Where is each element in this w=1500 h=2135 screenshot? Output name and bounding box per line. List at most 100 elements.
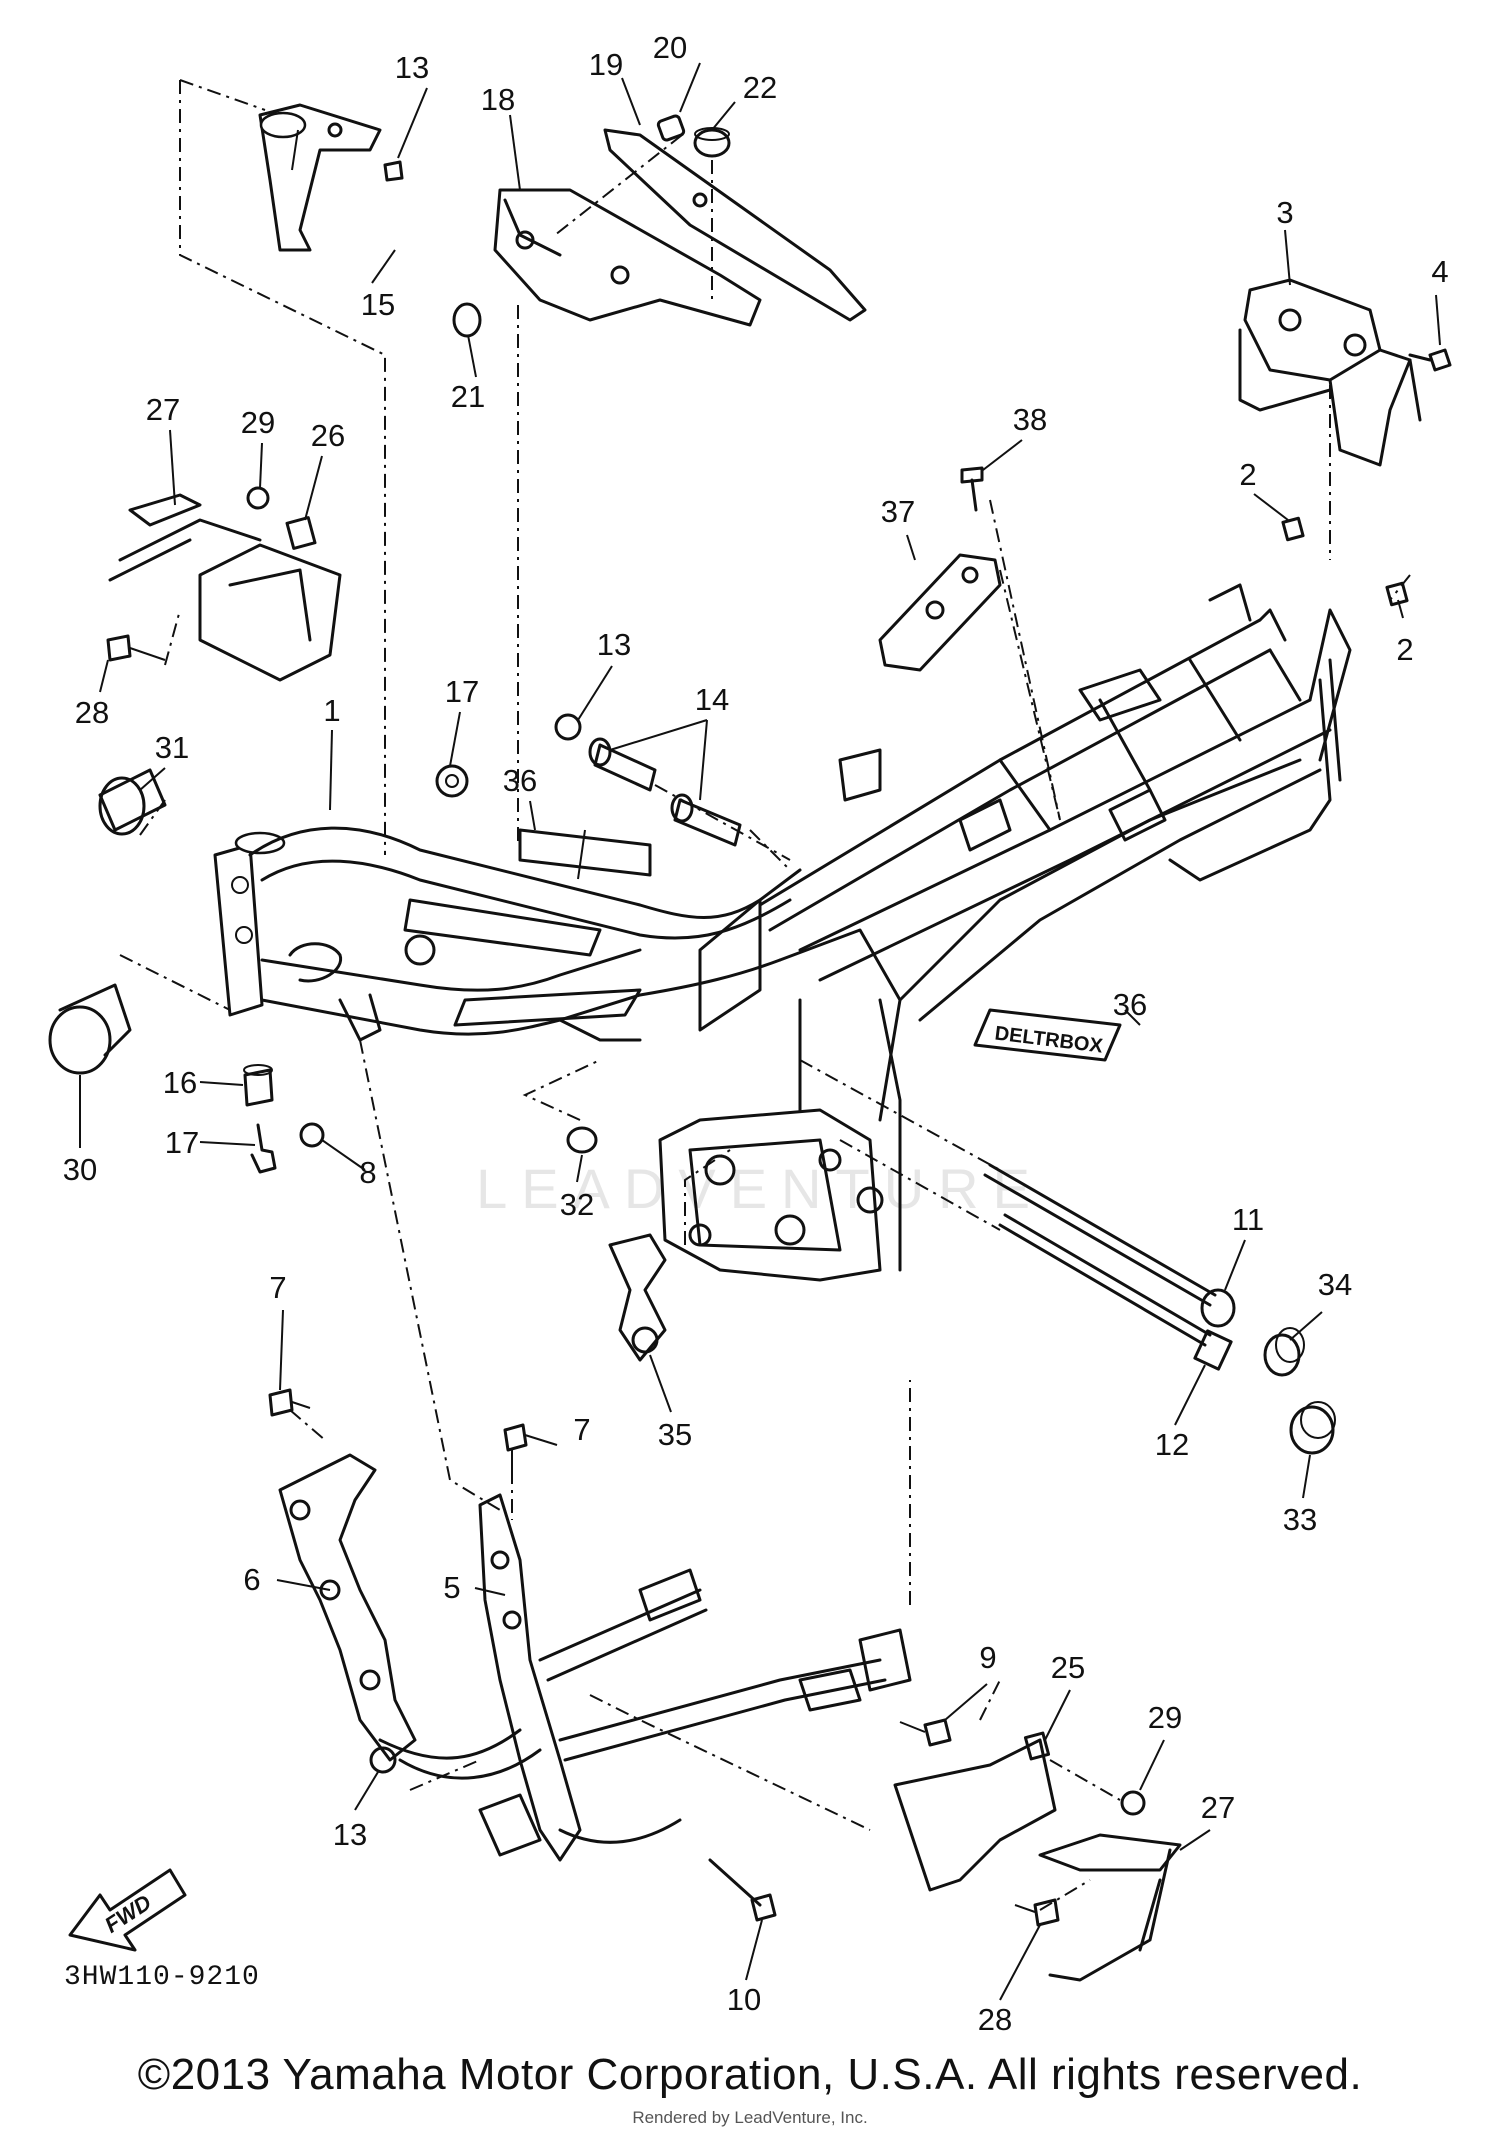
- cap-part-2b: [1385, 581, 1409, 607]
- bolt-part-28-upper: [106, 634, 166, 662]
- callout-33: 33: [1283, 1502, 1317, 1537]
- bolt-part-14b: [670, 793, 742, 847]
- callout-numbers: 13 15 18 19 20 22 21 3 4 2 2 38 37 27 29…: [63, 30, 1449, 2037]
- callout-5: 5: [443, 1570, 460, 1605]
- copyright-notice: ©2013 Yamaha Motor Corporation, U.S.A. A…: [137, 2050, 1363, 2099]
- callout-6: 6: [243, 1562, 260, 1597]
- callout-18: 13: [395, 50, 429, 85]
- callout-37: 37: [881, 494, 915, 529]
- step-bracket-part-25: [893, 1731, 1057, 1892]
- callout-7-right: 7: [573, 1412, 590, 1447]
- callout-36-upper: 36: [503, 763, 537, 798]
- bolt-part-7-right: [503, 1423, 528, 1470]
- bracket-part-37: [878, 553, 1002, 672]
- callout-2b: 2: [1396, 632, 1413, 667]
- callout-7-left: 7: [269, 1270, 286, 1305]
- callout-8: 8: [359, 1155, 376, 1190]
- rendered-by-credit: Rendered by LeadVenture, Inc.: [632, 2108, 868, 2127]
- cap-part-33: [1289, 1401, 1336, 1455]
- callout-29-lower: 29: [1148, 1700, 1182, 1735]
- nut-part-19: [435, 764, 469, 798]
- nut-part-8: [299, 1122, 325, 1148]
- callout-4: 4: [1431, 254, 1448, 289]
- cap-part-31: [98, 768, 167, 836]
- callout-27-upper: 27: [146, 392, 180, 427]
- nut-part-29-upper: [246, 486, 270, 510]
- damper-part-23: [452, 302, 482, 338]
- downtube-part-5: [478, 1493, 912, 1862]
- bracket-part-35: [608, 1233, 667, 1362]
- callout-3: 3: [1276, 195, 1293, 230]
- callout-25: 25: [1051, 1650, 1085, 1685]
- callout-14: 14: [695, 682, 729, 717]
- emblem-part-36-upper: [518, 828, 652, 877]
- main-frame-part-1: [213, 583, 1352, 1282]
- callout-34: 34: [1318, 1267, 1352, 1302]
- callout-17: 15: [361, 287, 395, 322]
- callout-36-lower: 36: [1113, 987, 1147, 1022]
- cap-part-34: [1263, 1327, 1305, 1377]
- callout-15: 16: [163, 1065, 197, 1100]
- cap-part-2a: [1281, 516, 1305, 542]
- watermark: LEADVENTURE: [476, 1157, 1044, 1220]
- callout-22: 20: [653, 30, 687, 65]
- callout-31: 31: [155, 730, 189, 765]
- assembly-lines: [119, 79, 1411, 1911]
- collar-part-15: [243, 1064, 274, 1107]
- callout-32: 32: [560, 1187, 594, 1222]
- bracket-part-17: [258, 103, 382, 252]
- bolt-part-28-lower: [1014, 1898, 1060, 1927]
- cover-part-20: [493, 188, 762, 327]
- downtube-part-6: [278, 1453, 542, 1780]
- callout-38: 38: [1013, 402, 1047, 437]
- callout-26: 26: [311, 418, 345, 453]
- shaft-part-11: [983, 1163, 1236, 1328]
- cap-part-30: [48, 983, 132, 1075]
- damper-part-22: [656, 114, 686, 142]
- shaft-part-12: [998, 1213, 1233, 1371]
- callout-24: 22: [743, 70, 777, 105]
- callout-19: 17: [445, 674, 479, 709]
- bolt-part-38: [960, 466, 984, 512]
- forward-direction-arrow: FWD: [68, 1868, 187, 1952]
- nut-part-13-lower: [369, 1746, 397, 1774]
- nut-part-32: [566, 1126, 598, 1154]
- callout-16: 17: [165, 1125, 199, 1160]
- callout-12: 12: [1155, 1427, 1189, 1462]
- callout-27-lower: 27: [1201, 1790, 1235, 1825]
- step-bracket-part-26: [198, 516, 342, 682]
- callout-23: 21: [451, 379, 485, 414]
- callout-11: 11: [1232, 1202, 1264, 1237]
- callout-13-upper: 13: [597, 627, 631, 662]
- damper-part-24: [693, 127, 731, 158]
- rear-bracket-part-3: [1238, 278, 1422, 467]
- callout-13-lower: 13: [333, 1817, 367, 1852]
- bolt-part-16: [250, 1123, 277, 1174]
- callout-29-upper: 29: [241, 405, 275, 440]
- callout-21: 19: [589, 47, 623, 82]
- nut-part-29-lower: [1120, 1790, 1146, 1816]
- bolt-part-7-left: [268, 1388, 311, 1417]
- plate-part-21: [603, 128, 867, 322]
- bolt-part-4: [1408, 348, 1452, 372]
- bolt-part-9: [899, 1718, 952, 1747]
- nut-part-13-upper: [554, 713, 582, 741]
- bolt-part-14a: [588, 737, 657, 792]
- callout-9: 9: [979, 1640, 996, 1675]
- callout-28-lower: 28: [978, 2002, 1012, 2037]
- footrest-part-27-lower: [1038, 1833, 1182, 1982]
- callout-30: 30: [63, 1152, 97, 1187]
- leader-lines: [79, 62, 1441, 2001]
- part-diagram-code: 3HW110-9210: [64, 1962, 260, 1993]
- callout-28-upper: 28: [75, 695, 109, 730]
- bolt-part-10: [708, 1858, 777, 1922]
- callout-2a: 2: [1239, 457, 1256, 492]
- callout-1: 1: [323, 693, 340, 728]
- callout-10: 10: [727, 1982, 761, 2017]
- bolt-part-18: [383, 160, 404, 182]
- footrest-part-27-upper: [108, 493, 262, 582]
- emblem-part-36-lower: DELTRBOX: [973, 1008, 1122, 1062]
- callout-20: 18: [481, 82, 515, 117]
- callout-35: 35: [658, 1417, 692, 1452]
